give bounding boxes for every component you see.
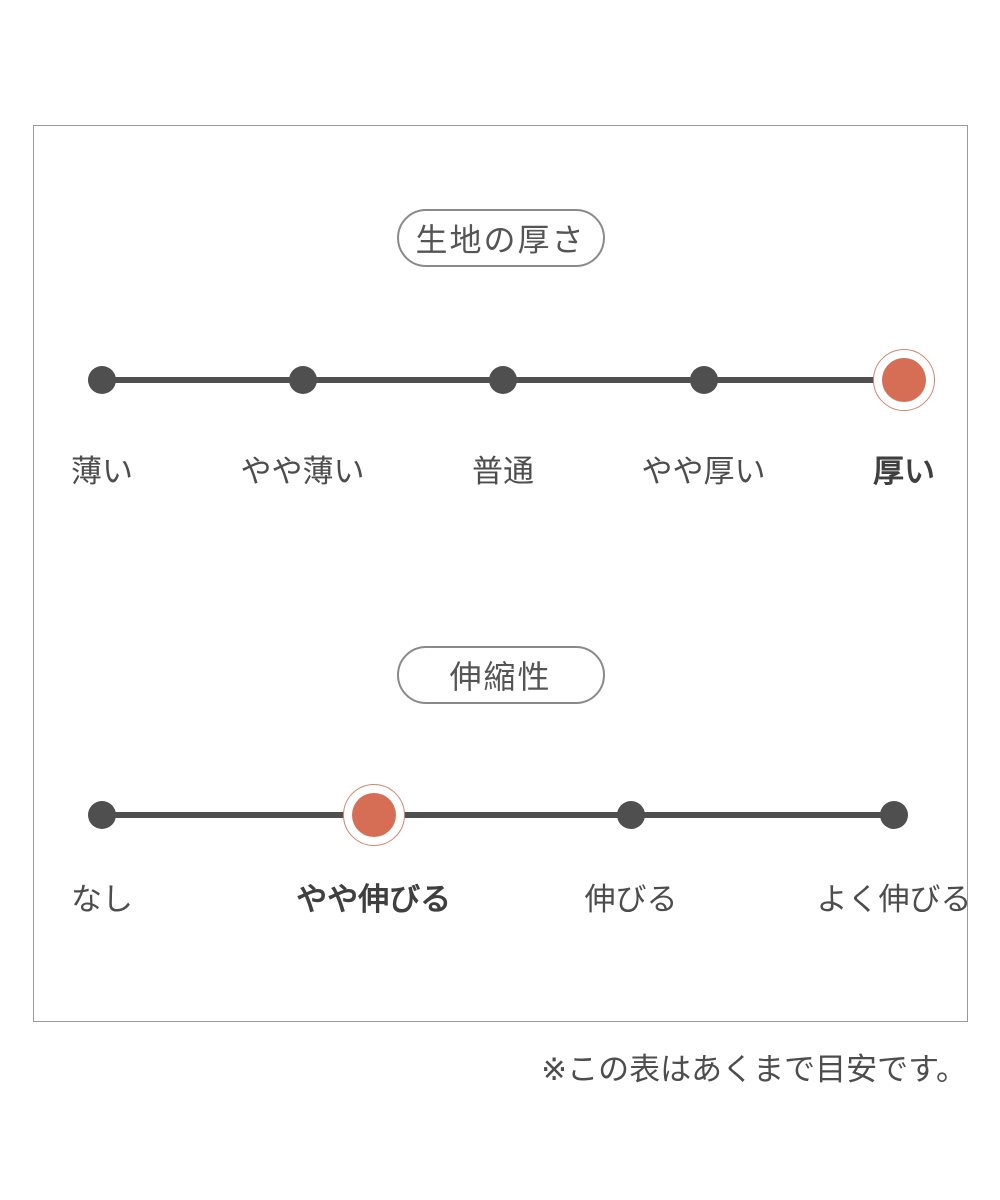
- stretch-title: 伸縮性: [449, 659, 552, 695]
- thickness-label-somewhat-thin: やや薄い: [240, 454, 365, 489]
- info-frame: 生地の厚さ 薄い やや薄い 普通 やや厚い 厚い 伸縮性: [33, 125, 972, 1022]
- stretch-selected-dot: [342, 784, 405, 846]
- stretch-selected-dot-inner: [351, 793, 396, 837]
- stretch-label-stretchy: 伸びる: [584, 882, 678, 917]
- thickness-title-pill: 生地の厚さ: [396, 209, 605, 267]
- thickness-label-somewhat-thick: やや厚い: [641, 454, 766, 489]
- thickness-title: 生地の厚さ: [415, 222, 586, 258]
- stretch-dot-4: [880, 801, 908, 829]
- stretch-dot-1: [88, 801, 116, 829]
- thickness-labels-row: 薄い やや薄い 普通 やや厚い 厚い: [71, 446, 935, 489]
- stretch-scale-track: [88, 784, 908, 846]
- thickness-selected-dot: [873, 349, 935, 411]
- stretch-dot-3: [617, 801, 646, 829]
- stretch-label-none: なし: [71, 882, 133, 917]
- stretch-title-pill: 伸縮性: [396, 646, 605, 704]
- stretch-scale-line: [102, 812, 894, 818]
- thickness-scale-track: [88, 349, 935, 411]
- stretch-label-somewhat-stretchy: やや伸びる: [296, 882, 452, 917]
- thickness-label-thin: 薄い: [71, 454, 133, 489]
- thickness-dot-1: [88, 366, 116, 394]
- thickness-selected-dot-inner: [882, 358, 926, 402]
- stretch-labels-row: なし やや伸びる 伸びる よく伸びる: [71, 874, 972, 917]
- disclaimer-note: ※この表はあくまで目安です。: [541, 1052, 967, 1087]
- thickness-dot-4: [689, 366, 718, 394]
- thickness-dot-3: [489, 366, 517, 394]
- thickness-label-thick: 厚い: [873, 454, 935, 489]
- thickness-label-normal: 普通: [472, 454, 534, 489]
- stretch-label-very-stretchy: よく伸びる: [816, 882, 972, 917]
- thickness-dot-2: [288, 366, 317, 394]
